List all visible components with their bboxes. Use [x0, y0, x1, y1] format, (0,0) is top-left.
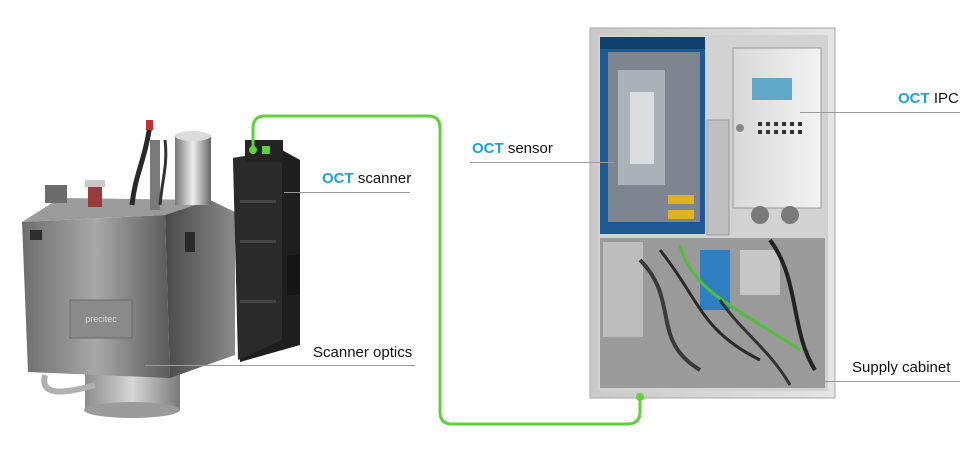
connector-cable [251, 114, 642, 426]
scanner-optics-label: Scanner optics [313, 344, 413, 361]
supply-cabinet-label: Supply cabinet [852, 359, 951, 376]
oct-scanner-leader [284, 192, 410, 193]
oct-ipc-suffix: IPC [929, 90, 959, 107]
oct-scanner-device [233, 140, 300, 362]
optics-brand-text: precitec [85, 314, 117, 324]
supply-cabinet-device [589, 27, 836, 399]
oct-sensor-prefix: OCT [472, 140, 504, 157]
oct-scanner-suffix: scanner [353, 170, 412, 187]
scanner-optics-leader [145, 365, 415, 366]
oct-sensor-leader [470, 162, 615, 163]
oct-scanner-prefix: OCT [322, 170, 354, 187]
scanner-optics-device: precitec [22, 120, 235, 418]
supply-cabinet-leader [820, 381, 960, 382]
oct-ipc-prefix: OCT [898, 90, 930, 107]
oct-ipc-label: OCT IPC [898, 90, 959, 107]
oct-ipc-leader [800, 112, 960, 113]
oct-sensor-suffix: sensor [503, 140, 553, 157]
oct-scanner-label: OCT scanner [322, 170, 411, 187]
oct-sensor-label: OCT sensor [472, 140, 553, 157]
